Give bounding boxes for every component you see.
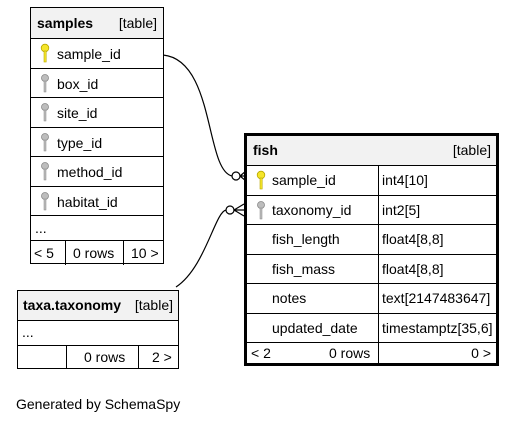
column-name: notes — [272, 290, 307, 306]
samples-row-sample_id[interactable]: sample_id — [31, 38, 163, 68]
column-name: updated_date — [272, 320, 358, 336]
column-type: float4[8,8] — [382, 261, 444, 277]
footer-divider — [66, 346, 67, 369]
foreign-key-icon — [257, 201, 265, 220]
fish-header: fish [table] — [247, 136, 496, 165]
child-count: 2 > — [152, 349, 172, 365]
generated-by-label: Generated by SchemaSpy — [16, 396, 181, 412]
primary-key-icon — [256, 170, 266, 190]
samples-row-method_id[interactable]: method_id — [31, 156, 163, 186]
fish-row-sample_id[interactable]: sample_id int4[10] — [247, 165, 496, 195]
column-name: sample_id — [272, 172, 336, 188]
samples-row-site_id[interactable]: site_id — [31, 97, 163, 127]
row-count: 0 rows — [73, 245, 115, 261]
samples-header: samples [table] — [31, 8, 163, 38]
parent-count: < 2 — [251, 345, 271, 361]
foreign-key-icon — [41, 162, 49, 181]
column-name: type_id — [57, 135, 103, 151]
column-type: float4[8,8] — [382, 231, 444, 247]
footer-divider — [65, 241, 66, 265]
fish-row-taxonomy_id[interactable]: taxonomy_id int2[5] — [247, 195, 496, 224]
taxonomy-table-name: taxa.taxonomy — [23, 297, 122, 313]
samples-row-type_id[interactable]: type_id — [31, 127, 163, 156]
column-type-divider — [378, 165, 379, 342]
primary-key-icon — [40, 43, 50, 63]
more-columns-ellipsis: ... — [22, 324, 34, 340]
column-name: site_id — [57, 105, 98, 121]
taxonomy-table-tag: [table] — [134, 297, 173, 313]
foreign-key-icon — [41, 103, 49, 122]
foreign-key-icon — [41, 192, 49, 211]
row-count: 0 rows — [84, 349, 126, 365]
fish-row-fish_length[interactable]: fish_length float4[8,8] — [247, 224, 496, 254]
column-name: method_id — [57, 164, 123, 180]
column-name: habitat_id — [57, 194, 118, 210]
link-end-circle-samples — [231, 171, 241, 181]
taxonomy-table[interactable]: taxa.taxonomy [table] ... 0 rows 2 > — [17, 290, 179, 369]
samples-table-name: samples — [37, 15, 94, 31]
more-columns-ellipsis: ... — [35, 220, 47, 236]
samples-ellipsis-row: ... — [31, 215, 163, 240]
row-count: 0 rows — [329, 345, 371, 361]
footer-divider — [138, 346, 139, 369]
column-name: box_id — [57, 76, 99, 92]
fish-table[interactable]: fish [table] sample_id int4[10] taxonomy… — [244, 133, 499, 366]
child-count: 10 > — [131, 245, 159, 261]
fish-row-notes[interactable]: notes text[2147483647] — [247, 283, 496, 313]
footer-divider — [123, 241, 124, 265]
parent-count: < 5 — [34, 245, 54, 261]
column-type: int4[10] — [382, 172, 428, 188]
taxonomy-fish-link — [175, 209, 227, 288]
foreign-key-icon — [41, 133, 49, 152]
samples-footer: < 5 0 rows 10 > — [31, 240, 163, 265]
column-name: taxonomy_id — [272, 202, 352, 218]
footer-divider — [378, 343, 379, 363]
samples-table-tag: [table] — [118, 15, 157, 31]
samples-row-habitat_id[interactable]: habitat_id — [31, 186, 163, 215]
column-name: fish_mass — [272, 261, 336, 277]
taxonomy-footer: 0 rows 2 > — [18, 345, 178, 369]
fish-table-tag: [table] — [452, 142, 491, 158]
column-type: timestamptz[35,6] — [382, 320, 493, 336]
column-type: text[2147483647] — [382, 290, 491, 306]
fish-footer: < 2 0 rows 0 > — [247, 342, 496, 363]
samples-table[interactable]: samples [table] sample_id box_id site_id… — [30, 7, 164, 265]
fish-row-fish_mass[interactable]: fish_mass float4[8,8] — [247, 254, 496, 283]
link-end-circle-taxonomy — [225, 205, 235, 215]
fish-row-updated_date[interactable]: updated_date timestamptz[35,6] — [247, 313, 496, 342]
link-crowfoot-taxonomy — [233, 203, 245, 217]
samples-row-box_id[interactable]: box_id — [31, 68, 163, 97]
foreign-key-icon — [41, 74, 49, 93]
child-count: 0 > — [471, 345, 491, 361]
column-name: sample_id — [57, 46, 121, 62]
column-type: int2[5] — [382, 202, 421, 218]
taxonomy-header: taxa.taxonomy [table] — [18, 291, 178, 320]
samples-fish-link — [162, 54, 233, 177]
taxonomy-ellipsis-row: ... — [18, 320, 178, 345]
fish-table-name: fish — [253, 142, 278, 158]
column-name: fish_length — [272, 231, 340, 247]
